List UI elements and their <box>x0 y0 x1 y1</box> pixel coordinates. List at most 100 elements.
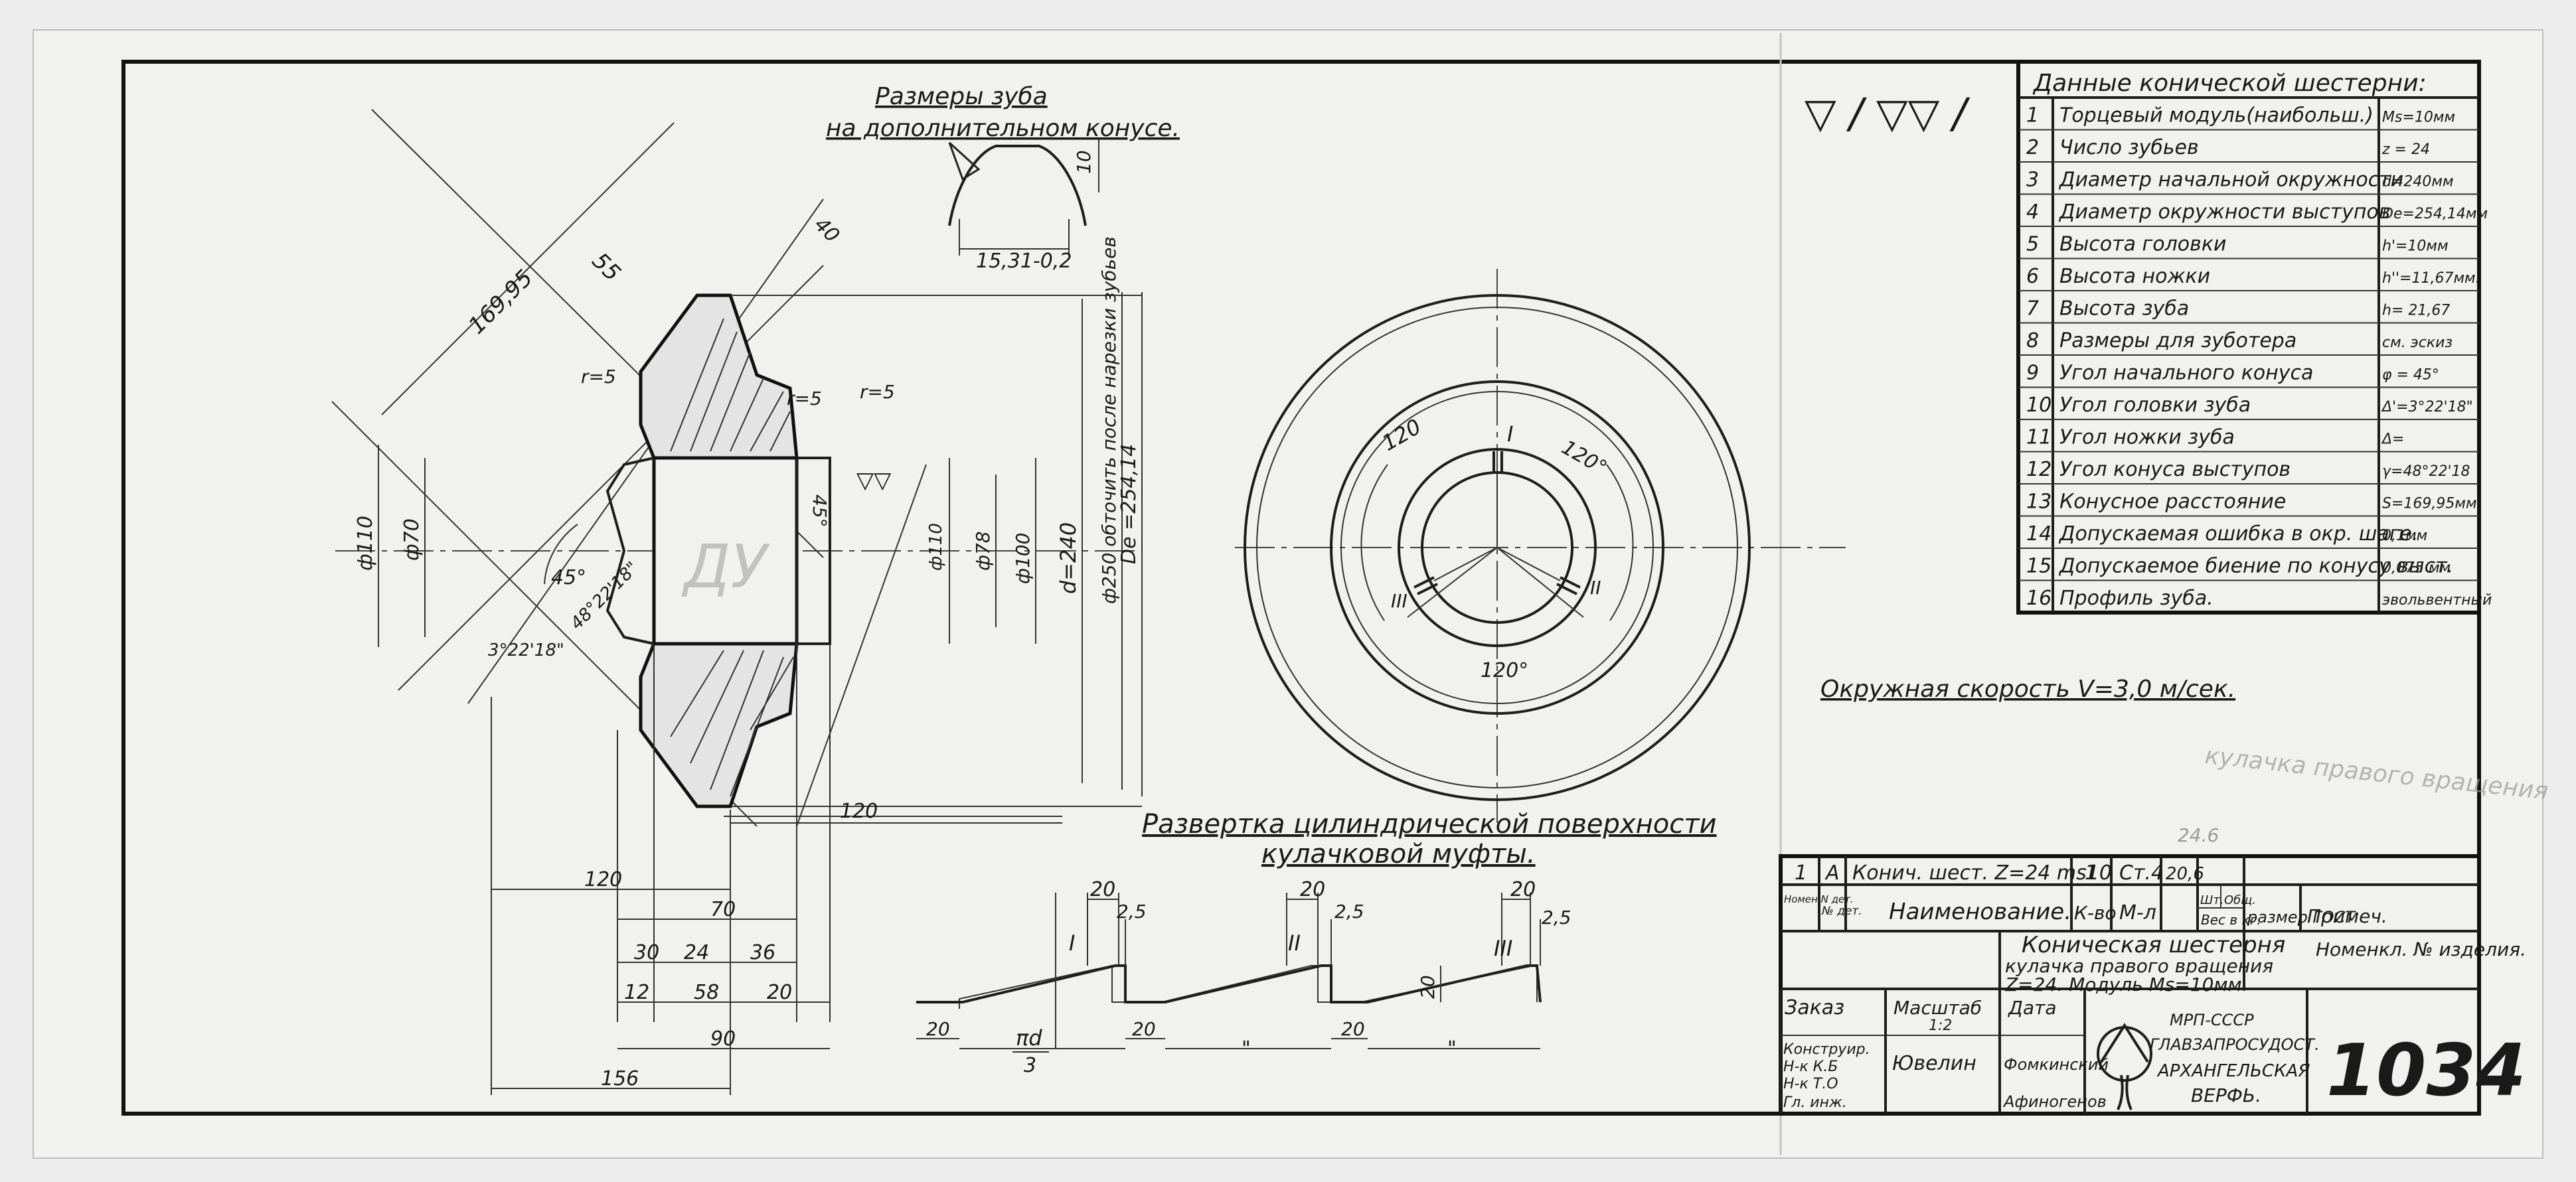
gear-row-value: см. эскиз <box>2382 334 2453 351</box>
gear-row-num: 16 <box>2026 587 2052 610</box>
dev-dim20-b2: 20 <box>1132 1018 1156 1040</box>
gear-row-num: 14 <box>2026 522 2052 546</box>
scale-value: 1:2 <box>1929 1017 1952 1034</box>
dim-36: 36 <box>750 941 775 964</box>
gear-row-name: Размеры для зуботера <box>2059 329 2296 352</box>
gear-row-value: Δ= <box>2381 431 2404 448</box>
gear-row-value: эвольвентный <box>2382 592 2492 609</box>
gear-row-value: φ = 45° <box>2382 367 2439 384</box>
gear-row-value: 0,1мм <box>2382 528 2427 544</box>
tooth-height-dim: 10 <box>1073 150 1095 174</box>
section-hatching <box>670 318 794 797</box>
tooth-view-title: Размеры зуба <box>875 83 1048 110</box>
dim-phi110-b: ф110 <box>926 523 946 571</box>
gear-table-title: Данные конической шестерни: <box>2032 70 2427 97</box>
gear-row-name: Допускаемая ошибка в окр. шаге. <box>2058 522 2418 546</box>
hdr-sht: Шт. <box>2200 893 2223 907</box>
dev-dim25-3: 2,5 <box>1542 907 1571 928</box>
gear-row-name: Угол начального конуса <box>2059 362 2313 385</box>
dim-30: 30 <box>634 941 659 964</box>
gear-row-name: Высота головки <box>2059 233 2226 256</box>
gear-plan-view: 120 120° 120° I II III <box>1235 269 1846 823</box>
part-name-1: Коническая шестерня <box>2022 932 2285 958</box>
gear-row-num: 10 <box>2026 394 2052 417</box>
dim-24: 24 <box>684 941 709 964</box>
dev-dim20-3: 20 <box>1510 878 1536 901</box>
spec-c4: 1 <box>2085 861 2097 885</box>
gear-row-name: Угол головки зуба <box>2059 394 2251 417</box>
dim-70: 70 <box>710 898 736 921</box>
dim-169-line <box>381 122 675 415</box>
roman-II: II <box>1590 577 1601 599</box>
label-konstruktor: Конструир. <box>1783 1041 1870 1058</box>
hdr-det: № дет. <box>1821 905 1862 918</box>
pencil-note-du: ДУ <box>681 532 770 602</box>
signature: Ювелин <box>1892 1052 1976 1075</box>
dim-r5-b: r=5 <box>787 388 822 409</box>
hdr-material: М-л <box>2119 901 2156 924</box>
dev-dim20-b3: 20 <box>1341 1018 1365 1040</box>
hdr-nomen: Номен N дет. <box>1784 893 1854 905</box>
gear-row-name: Высота зуба <box>2059 297 2189 321</box>
dim-20: 20 <box>767 981 792 1004</box>
dim-de: De =254,14 <box>1117 444 1141 564</box>
gear-hub-profile <box>605 457 655 645</box>
roman-III: III <box>1391 590 1408 612</box>
hdr-remark: Примеч. <box>2307 905 2387 927</box>
title-block: 24.6 1 A Конич. шест. Z=24 ms10 1 Ст.4 2… <box>1779 824 2526 1116</box>
gear-row-name: Высота ножки <box>2059 265 2210 288</box>
dev-roman-III: III <box>1494 936 1512 961</box>
label-nk-to: Н-к Т.О <box>1783 1076 1838 1092</box>
tooth-hatch-mark <box>948 141 981 181</box>
gear-row-num: 11 <box>2026 426 2052 449</box>
tooth-detail-view: Размеры зуба на дополнительном конусе. 1… <box>826 83 1180 273</box>
dev-fraction-den: 3 <box>1024 1054 1036 1077</box>
dim-phi78: ф78 <box>972 531 994 571</box>
label-gl-inzh: Гл. инж. <box>1783 1094 1847 1111</box>
gear-row-num: 3 <box>2026 169 2039 192</box>
gear-hub-right <box>795 457 831 645</box>
gear-row-name: Угол ножки зуба <box>2059 426 2235 449</box>
tooth-profile <box>948 145 1087 226</box>
dev-dim25-1: 2,5 <box>1117 901 1147 923</box>
roman-I: I <box>1507 421 1513 447</box>
gear-row-num: 2 <box>2026 136 2039 159</box>
gear-row-name: Угол конуса выступов <box>2059 458 2291 481</box>
dim-phi100: ф100 <box>1012 533 1034 584</box>
pencil-mark: 24.6 <box>2178 824 2219 846</box>
name-1: Фомкинский <box>2004 1055 2109 1074</box>
hdr-qty: К-во <box>2074 902 2117 924</box>
bore-circle <box>1421 471 1573 624</box>
dev-ditto-2: " <box>1447 1037 1457 1061</box>
gear-row-name: Диаметр окружности выступов <box>2058 200 2390 224</box>
gear-row-num: 5 <box>2026 233 2039 256</box>
part-name-2: кулачка правого вращения <box>2005 955 2273 977</box>
hdr-weight: Вес в кг. <box>2201 912 2261 928</box>
gear-row-num: 9 <box>2026 362 2039 385</box>
gear-row-value: z = 24 <box>2381 141 2430 158</box>
dev-dim20-b1: 20 <box>926 1018 950 1040</box>
dim-58: 58 <box>694 981 719 1004</box>
gear-lower-body <box>639 642 799 808</box>
cam-profile <box>916 964 1542 1003</box>
gear-row-num: 1 <box>2026 104 2039 127</box>
dim-d240: d=240 <box>1056 522 1081 594</box>
dim-90: 90 <box>710 1027 736 1051</box>
dim-angle-a: 3°22'18" <box>488 640 564 660</box>
name-2: Афиногенов <box>2002 1092 2107 1111</box>
surface-mark: ▽▽ <box>856 467 892 494</box>
dim-phi70: ф70 <box>400 518 424 561</box>
development-view: Развертка цилиндрической поверхности кул… <box>916 809 1717 1077</box>
gear-row-num: 8 <box>2026 329 2039 352</box>
gear-row-value: h''=11,67мм. <box>2382 270 2480 287</box>
spec-c3: Конич. шест. Z=24 ms10 <box>1852 861 2112 885</box>
spec-c2: A <box>1824 861 1840 885</box>
dev-dim20-2: 20 <box>1300 878 1325 901</box>
tooth-view-subtitle: на дополнительном конусе. <box>826 115 1180 142</box>
dev-dim20-height: 20 <box>1417 975 1439 999</box>
gear-row-value: Δ'=3°22'18" <box>2381 399 2473 415</box>
gear-bore <box>652 456 799 646</box>
hdr-obsh: Общ. <box>2224 893 2256 907</box>
